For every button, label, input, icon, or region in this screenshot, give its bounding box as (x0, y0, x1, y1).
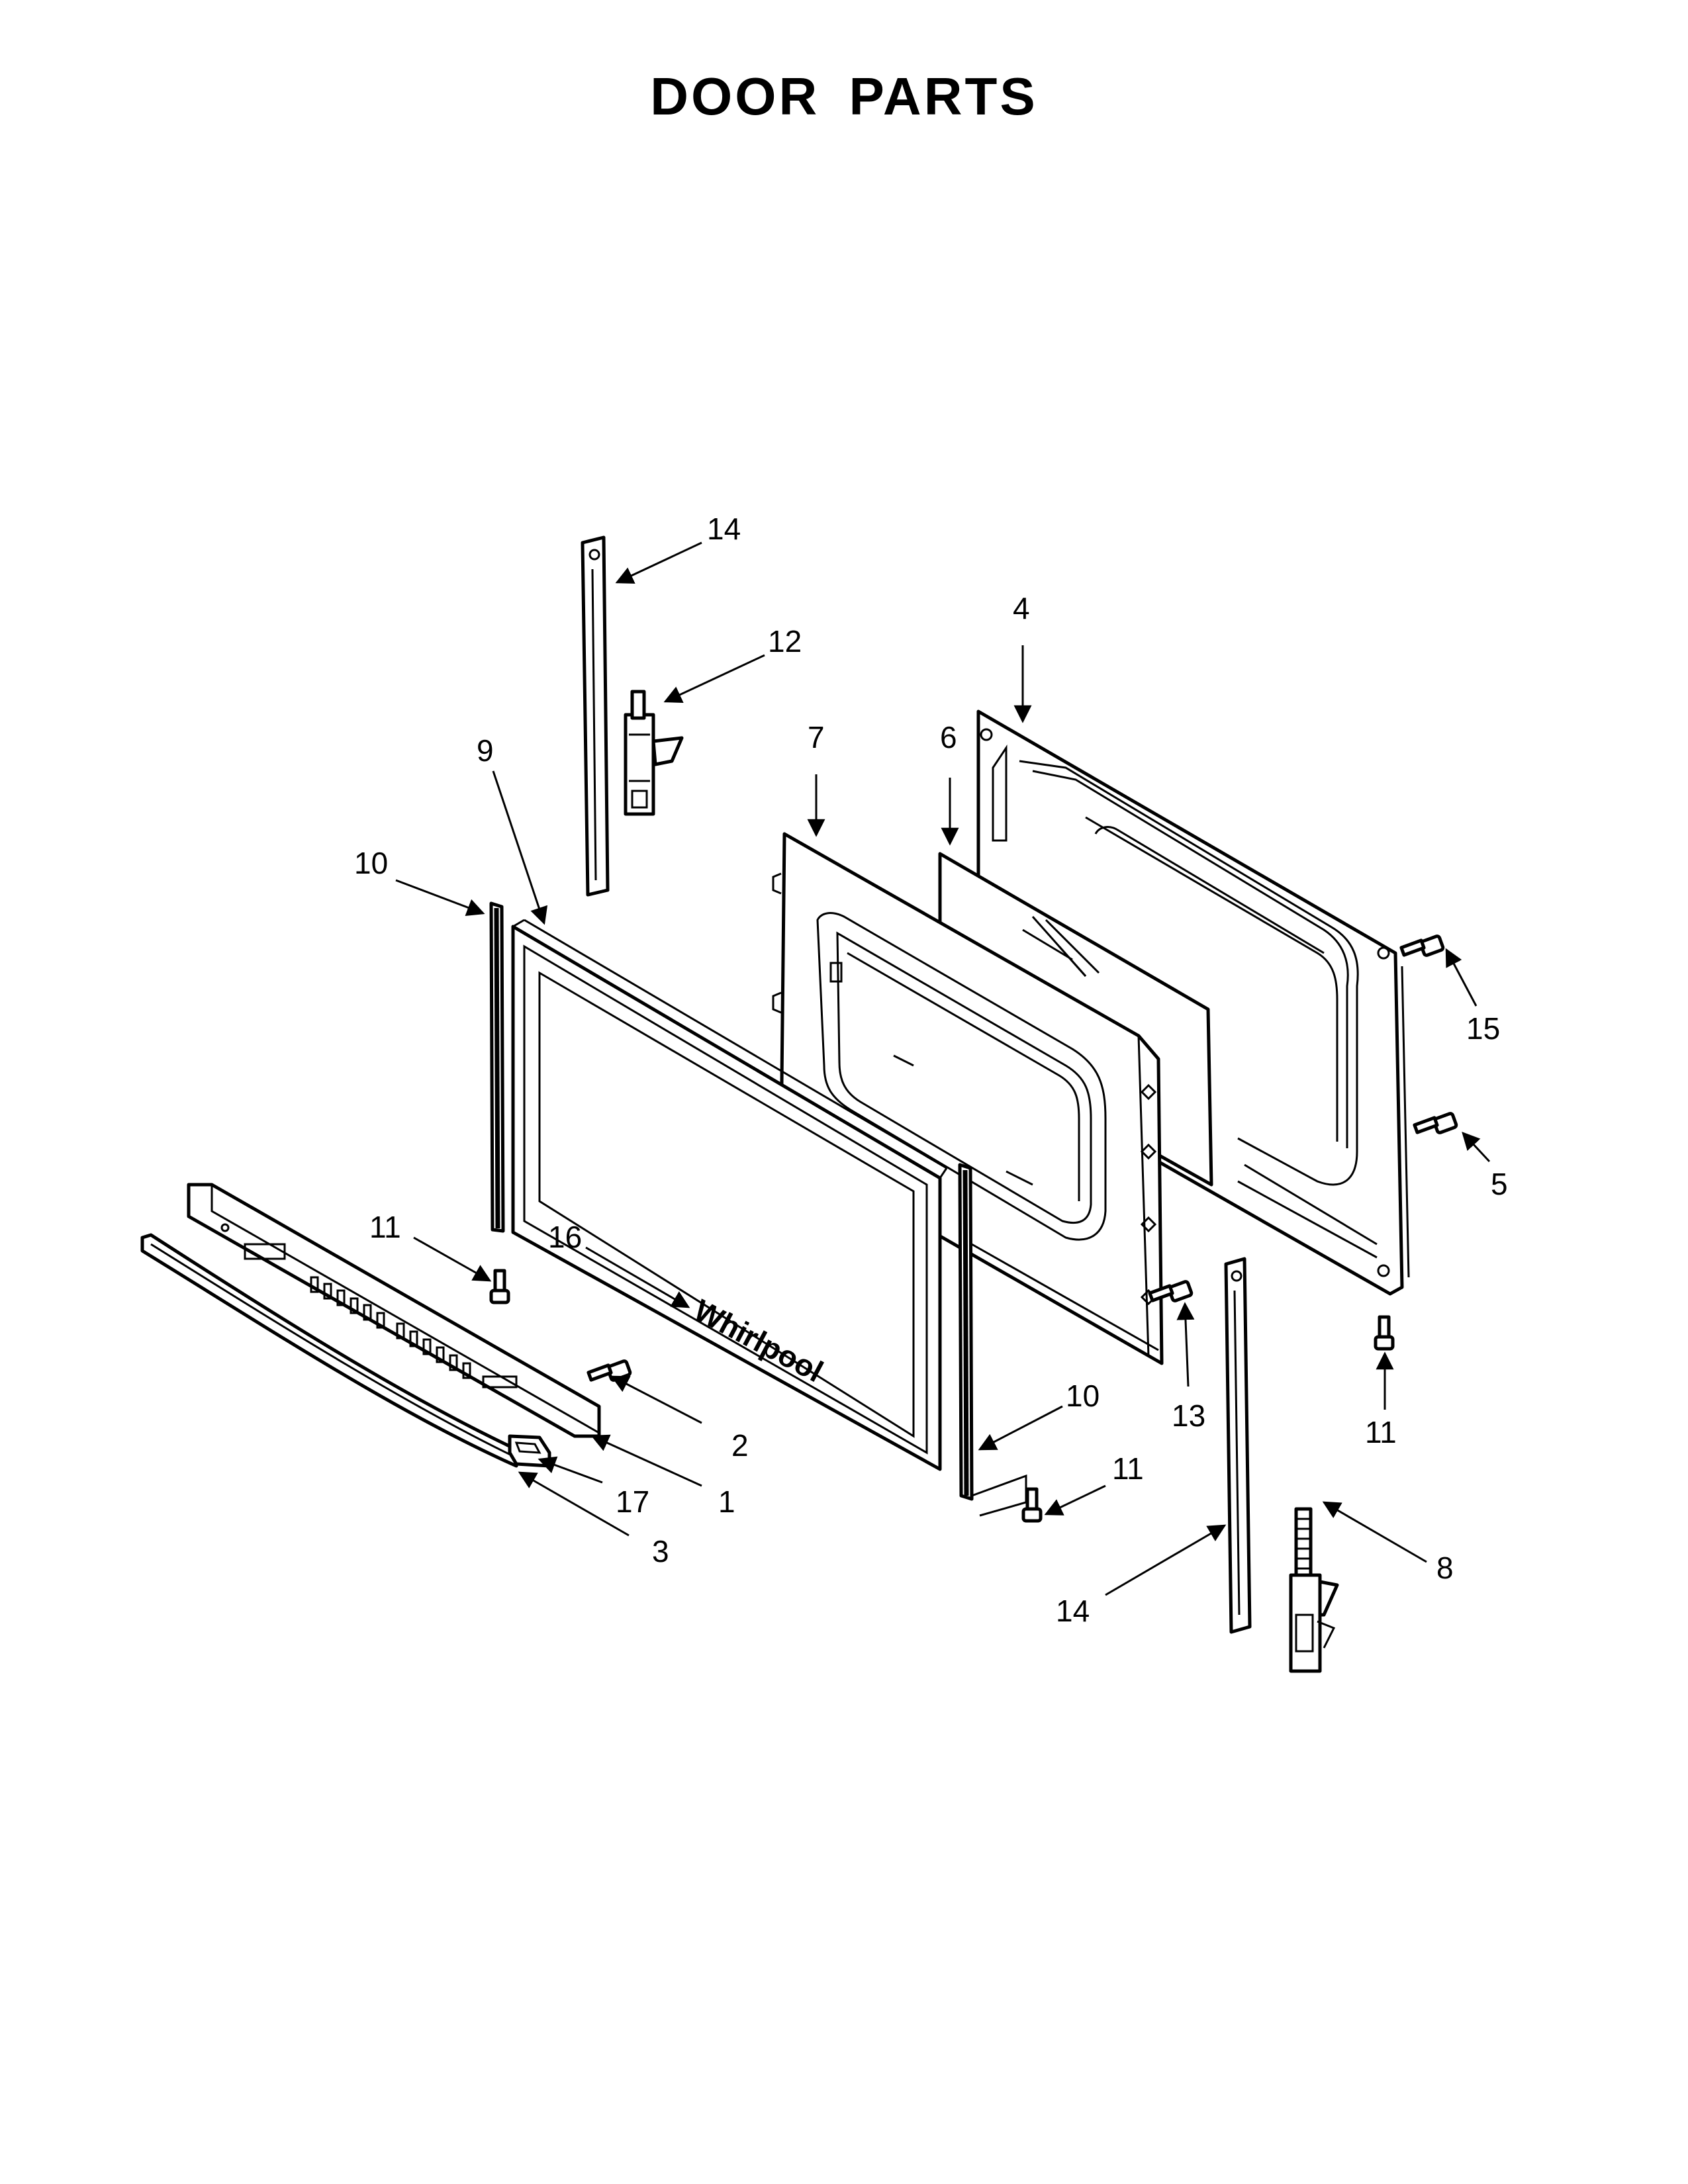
screw-2 (586, 1359, 632, 1382)
screw-11-center (1021, 1487, 1043, 1523)
callout-1: 1 (718, 1484, 735, 1519)
callout-7: 7 (808, 720, 825, 754)
screw-15 (1399, 934, 1445, 957)
hinge-lower (1289, 1507, 1339, 1673)
callout-9: 9 (477, 733, 494, 768)
side-trim-left (489, 901, 505, 1233)
callout-14-lower: 14 (1056, 1594, 1090, 1628)
side-trim-right (958, 1163, 1159, 1517)
callout-10-right: 10 (1066, 1379, 1100, 1413)
callout-5: 5 (1491, 1167, 1508, 1201)
screw-11-right (1374, 1315, 1395, 1351)
callout-16: 16 (548, 1220, 582, 1254)
page-title: DOOR PARTS (650, 67, 1038, 126)
callout-13: 13 (1172, 1398, 1205, 1433)
callout-11-left: 11 (369, 1210, 401, 1244)
callout-11-center: 11 (1112, 1451, 1144, 1486)
leader-lines (395, 541, 1491, 1596)
callout-labels: 14 12 4 9 7 6 10 15 5 11 16 13 11 2 10 1… (354, 512, 1508, 1628)
screw-5 (1413, 1112, 1458, 1134)
hinge-upper (624, 690, 684, 816)
screw-13 (1148, 1280, 1194, 1302)
callout-14: 14 (707, 512, 741, 546)
hinge-strip-lower (1224, 1257, 1252, 1634)
hinge-strip-upper (581, 535, 610, 897)
handle-end-cap-bar (187, 1183, 601, 1438)
callout-15: 15 (1466, 1011, 1500, 1046)
callout-3: 3 (652, 1534, 669, 1569)
callout-11-right: 11 (1365, 1415, 1397, 1449)
screw-11-left (489, 1269, 510, 1304)
callout-8: 8 (1436, 1551, 1454, 1585)
callout-6: 6 (940, 720, 957, 754)
callout-10-left: 10 (354, 846, 388, 880)
callout-4: 4 (1013, 591, 1030, 625)
callout-12: 12 (768, 624, 802, 659)
callout-2: 2 (731, 1428, 749, 1463)
callout-17: 17 (616, 1484, 649, 1519)
